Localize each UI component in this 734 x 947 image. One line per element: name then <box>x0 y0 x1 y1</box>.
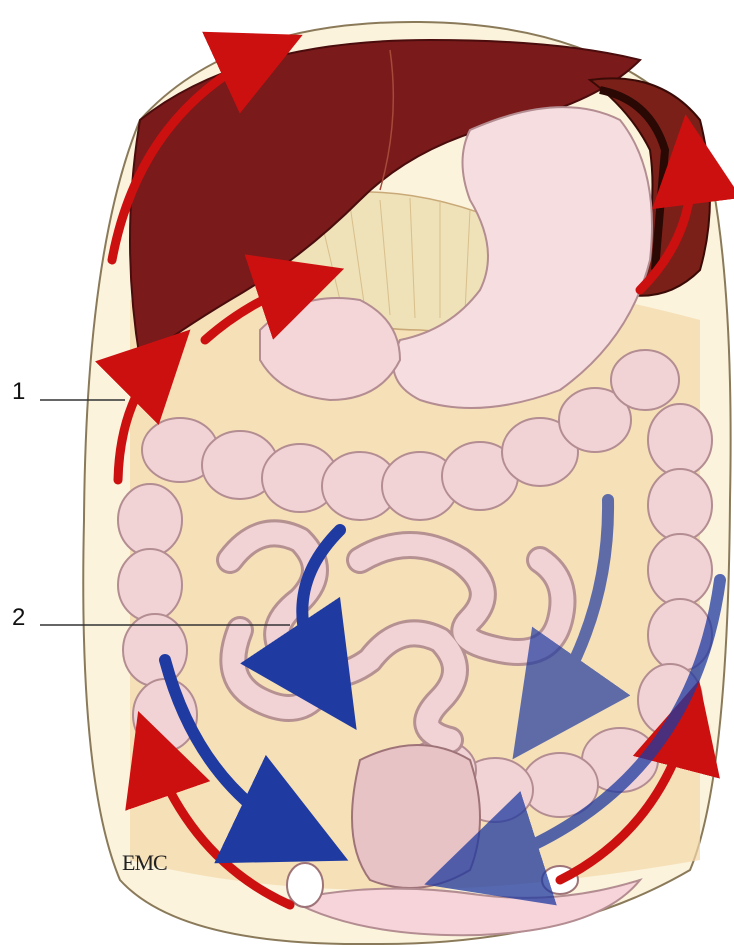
label-1: 1 <box>12 380 25 404</box>
bladder <box>352 745 480 888</box>
label-2: 2 <box>12 606 25 630</box>
emc-logo: EMC <box>122 850 167 876</box>
left-ovary <box>287 863 323 907</box>
